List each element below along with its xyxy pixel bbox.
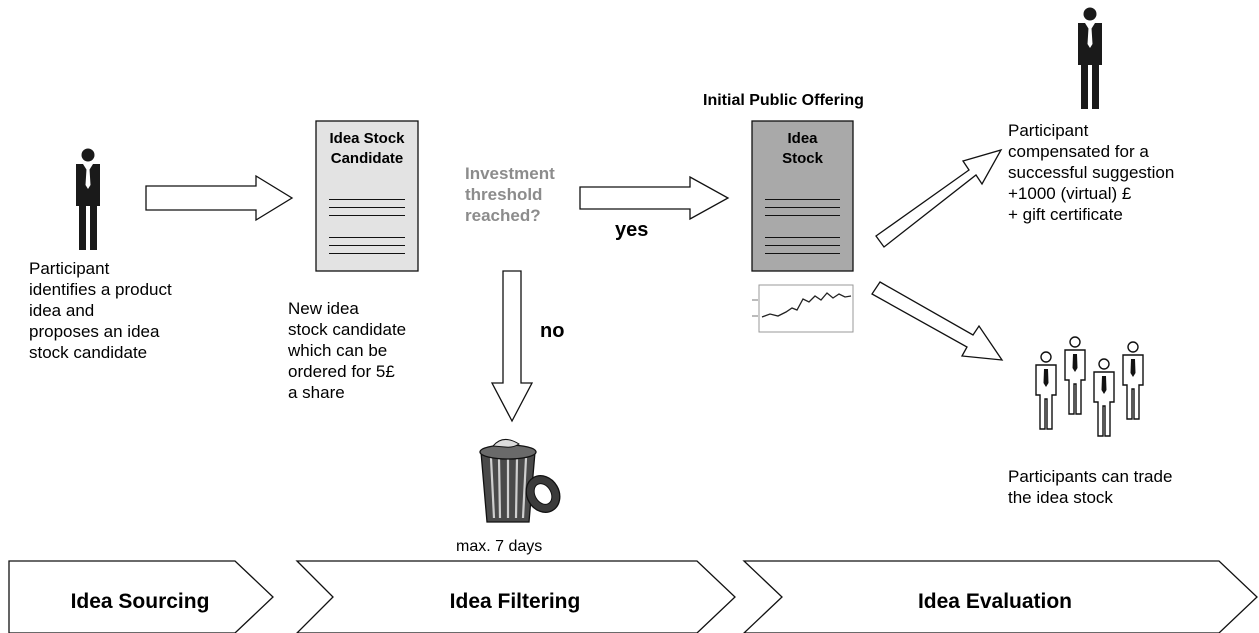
trash-can-icon <box>479 439 561 523</box>
document-line <box>329 245 405 246</box>
phase-chevron-filtering-icon <box>295 560 736 633</box>
document-line <box>329 237 405 238</box>
document-line <box>765 207 840 208</box>
phase-label-evaluation: Idea Evaluation <box>917 590 1073 613</box>
arrow-yes-icon <box>579 175 730 221</box>
participant-description: Participant identifies a product idea an… <box>29 259 172 362</box>
threshold-question: Investment threshold reached? <box>465 164 555 225</box>
participant-person-icon <box>76 148 100 250</box>
idea-stock-document-title: Idea Stock <box>782 130 823 167</box>
document-line <box>765 245 840 246</box>
candidate-document-icon <box>315 120 419 272</box>
arrow-to-compensation-icon <box>875 148 1003 248</box>
document-line <box>329 207 405 208</box>
trade-description: Participants can trade the idea stock <box>1008 467 1173 507</box>
document-line <box>765 253 840 254</box>
candidate-description: New idea stock candidate which can be or… <box>288 299 407 402</box>
document-line <box>329 215 405 216</box>
arrow-no-icon <box>490 270 534 423</box>
phase-chevron-evaluation-icon <box>742 560 1258 633</box>
arrow-to-candidate-icon <box>145 174 294 222</box>
trading-participants-icon <box>1035 336 1144 437</box>
phase-label-sourcing: Idea Sourcing <box>70 590 210 613</box>
document-line <box>765 237 840 238</box>
price-chart-thumbnail-icon <box>752 284 854 333</box>
ipo-title: Initial Public Offering <box>703 92 864 109</box>
arrow-to-traders-icon <box>871 281 1004 361</box>
document-line <box>765 199 840 200</box>
compensation-description: Participant compensated for a successful… <box>1008 121 1175 224</box>
document-line <box>329 253 405 254</box>
phase-label-filtering: Idea Filtering <box>449 590 581 613</box>
idea-stock-document: Idea Stock <box>752 121 853 271</box>
yes-label: yes <box>615 219 649 241</box>
idea-stock-document-icon <box>751 120 854 272</box>
document-line <box>765 215 840 216</box>
candidate-document-title: Idea Stock Candidate <box>329 130 405 167</box>
compensated-participant-icon <box>1078 7 1102 109</box>
trash-caption: max. 7 days <box>456 538 543 555</box>
phase-chevron-sourcing-icon <box>8 560 274 633</box>
no-label: no <box>540 320 565 342</box>
document-line <box>329 199 405 200</box>
candidate-document: Idea Stock Candidate <box>316 121 418 271</box>
